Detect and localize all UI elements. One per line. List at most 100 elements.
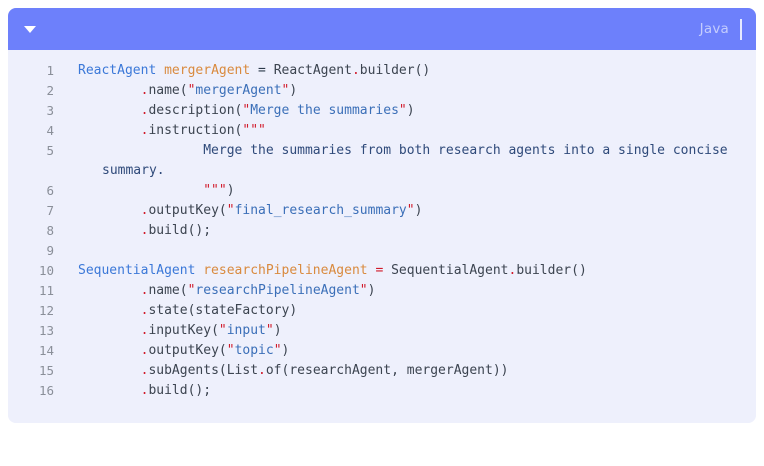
code-line: 6 """) — [8, 181, 756, 201]
token-plain: description( — [148, 103, 243, 118]
language-label: Java — [699, 21, 729, 37]
line-content: .build(); — [78, 221, 756, 241]
token-plain: outputKey( — [148, 343, 227, 358]
token-string: researchPipelineAgent — [195, 283, 360, 298]
token-dot: . — [140, 83, 149, 98]
token-plain: ) — [367, 283, 376, 298]
header-divider — [740, 18, 742, 40]
token-variable: mergerAgent — [164, 63, 251, 78]
code-line: 3 .description("Merge the summaries") — [8, 101, 756, 121]
token-dot: . — [140, 343, 149, 358]
line-number: 6 — [46, 183, 54, 198]
line-content: """) — [78, 181, 756, 201]
line-number: 9 — [46, 243, 54, 258]
header-left-group — [24, 25, 36, 33]
code-line: 2 .name("mergerAgent") — [8, 81, 756, 101]
code-body[interactable]: 1 ReactAgent mergerAgent = ReactAgent.bu… — [8, 50, 756, 423]
token-dot: . — [140, 303, 149, 318]
line-number: 5 — [46, 143, 54, 158]
token-operator: = — [375, 263, 384, 278]
line-content: SequentialAgent researchPipelineAgent = … — [78, 261, 756, 281]
token-string: final_research_summary — [234, 203, 407, 218]
line-content — [78, 241, 756, 261]
line-content: .outputKey("topic") — [78, 341, 756, 361]
code-block-card: Java 1 ReactAgent mergerAgent = ReactAge… — [8, 8, 756, 423]
token-dot: . — [140, 323, 149, 338]
line-content: .inputKey("input") — [78, 321, 756, 341]
token-plain: instruction( — [148, 123, 243, 138]
line-number: 3 — [46, 103, 54, 118]
token-plain: ) — [289, 83, 298, 98]
line-content: .instruction(""" — [78, 121, 756, 141]
token-plain: ) — [273, 323, 282, 338]
code-line: 15 .subAgents(List.of(researchAgent, mer… — [8, 361, 756, 381]
token-quote: " — [218, 323, 227, 338]
token-dot: . — [140, 103, 149, 118]
line-content: .name("mergerAgent") — [78, 81, 756, 101]
code-line: 4 .instruction(""" — [8, 121, 756, 141]
token-textblock: Merge the summaries from both research a… — [78, 143, 736, 178]
line-number: 1 — [46, 63, 54, 78]
token-plain: subAgents(List — [148, 363, 259, 378]
token-plain: of(researchAgent, mergerAgent)) — [265, 363, 509, 378]
line-number: 11 — [38, 283, 54, 298]
token-plain: ) — [226, 183, 235, 198]
token-plain: builder() — [516, 263, 587, 278]
token-plain: name( — [148, 283, 188, 298]
code-line: 1 ReactAgent mergerAgent = ReactAgent.bu… — [8, 61, 756, 81]
token-plain: ReactAgent — [273, 63, 352, 78]
token-quote: " — [226, 203, 235, 218]
code-line: 13 .inputKey("input") — [8, 321, 756, 341]
line-number: 8 — [46, 223, 54, 238]
token-string: topic — [234, 343, 274, 358]
token-string: Merge the summaries — [250, 103, 399, 118]
code-line: 7 .outputKey("final_research_summary") — [8, 201, 756, 221]
token-operator: = — [258, 63, 266, 78]
code-line: 14 .outputKey("topic") — [8, 341, 756, 361]
token-quote: " — [226, 343, 235, 358]
token-quote: """ — [242, 123, 266, 138]
code-lines: 1 ReactAgent mergerAgent = ReactAgent.bu… — [8, 61, 756, 401]
code-line: 16 .build(); — [8, 381, 756, 401]
line-content: .outputKey("final_research_summary") — [78, 201, 756, 221]
line-number: 13 — [38, 323, 54, 338]
token-quote: " — [187, 283, 196, 298]
token-dot: . — [140, 123, 149, 138]
line-content: .subAgents(List.of(researchAgent, merger… — [78, 361, 756, 381]
token-plain: inputKey( — [148, 323, 219, 338]
caret-down-icon[interactable] — [24, 25, 36, 33]
line-content: .state(stateFactory) — [78, 301, 756, 321]
token-plain: builder() — [359, 63, 431, 78]
line-content: .description("Merge the summaries") — [78, 101, 756, 121]
code-line: 9 — [8, 241, 756, 261]
token-variable: researchPipelineAgent — [203, 263, 368, 278]
token-string: mergerAgent — [195, 83, 282, 98]
line-number: 12 — [38, 303, 54, 318]
line-number: 10 — [38, 263, 54, 278]
token-plain: ) — [406, 103, 415, 118]
line-number: 15 — [38, 363, 54, 378]
token-plain: name( — [148, 83, 188, 98]
code-line: 10 SequentialAgent researchPipelineAgent… — [8, 261, 756, 281]
line-content: .name("researchPipelineAgent") — [78, 281, 756, 301]
line-content: Merge the summaries from both research a… — [78, 141, 756, 181]
code-line: 12 .state(stateFactory) — [8, 301, 756, 321]
line-number: 7 — [46, 203, 54, 218]
token-plain: ) — [414, 203, 423, 218]
token-dot: . — [140, 223, 149, 238]
code-block-header: Java — [8, 8, 756, 50]
token-dot: . — [351, 63, 360, 78]
token-dot: . — [140, 383, 149, 398]
code-line: 11 .name("researchPipelineAgent") — [8, 281, 756, 301]
line-content: .build(); — [78, 381, 756, 401]
header-right-group: Java — [699, 18, 742, 40]
token-quote: """ — [203, 183, 227, 198]
token-dot: . — [140, 203, 149, 218]
token-plain: ) — [281, 343, 290, 358]
line-number: 14 — [38, 343, 54, 358]
token-dot: . — [258, 363, 266, 378]
token-quote: " — [187, 83, 196, 98]
token-quote: " — [398, 103, 407, 118]
token-quote: " — [242, 103, 251, 118]
token-string: input — [226, 323, 266, 338]
